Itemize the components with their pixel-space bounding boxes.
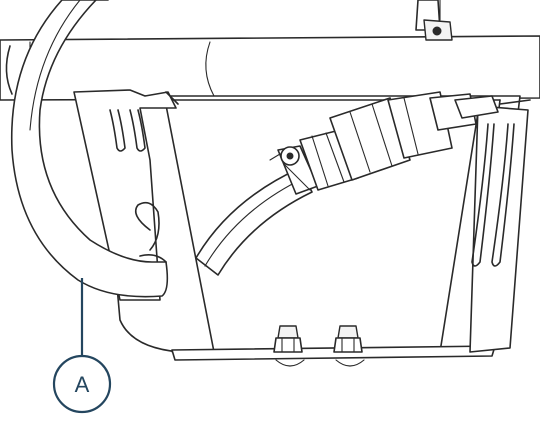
left-bracket-tab [73, 89, 179, 301]
bottom-bolt-left [273, 325, 305, 367]
right-bracket-tab [469, 99, 531, 353]
hose [195, 167, 313, 276]
fitting-assembly [299, 91, 499, 191]
callout-a: A [52, 278, 112, 414]
bottom-bolt-right [333, 325, 365, 367]
bent-tube [10, 0, 169, 298]
support-bar [0, 35, 540, 101]
bracket-body [99, 95, 521, 361]
callout-circle [52, 354, 112, 414]
hose-clamp [269, 145, 319, 195]
callout-label: A [75, 372, 90, 397]
upper-bolt [415, 0, 453, 41]
